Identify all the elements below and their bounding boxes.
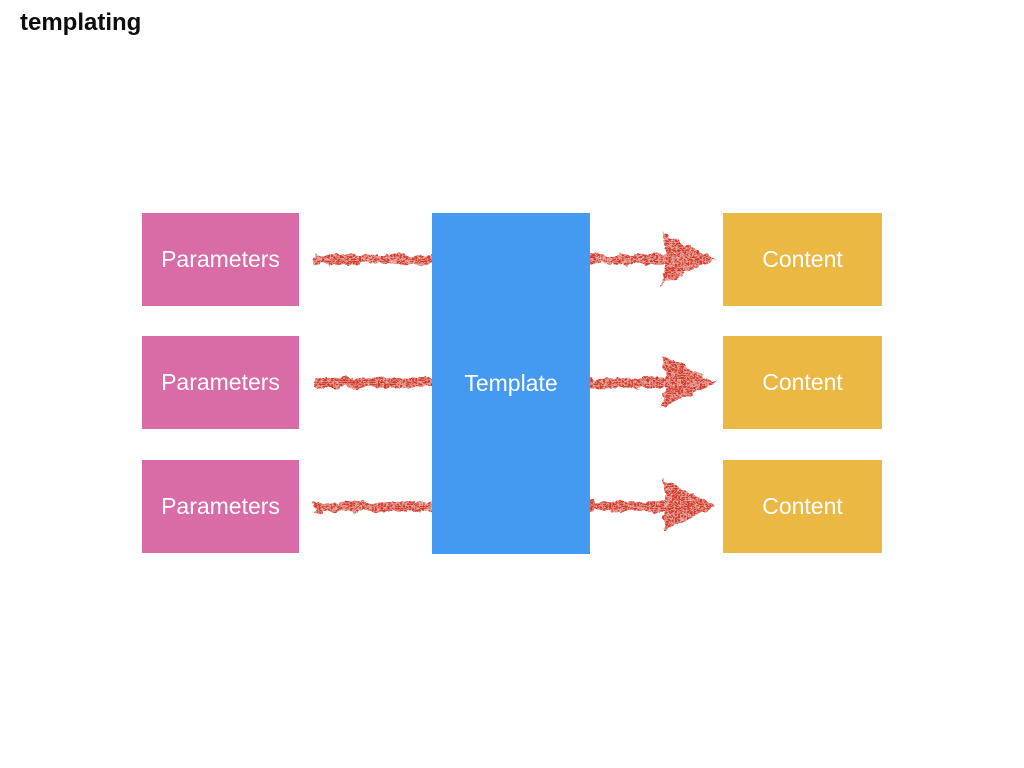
content-label: Content <box>762 246 843 272</box>
content-box: Content <box>723 460 882 553</box>
content-box: Content <box>723 336 882 429</box>
template-box: Template <box>432 213 590 554</box>
parameters-label: Parameters <box>161 369 280 395</box>
content-label: Content <box>762 369 843 395</box>
template-label: Template <box>464 370 558 396</box>
parameters-box: Parameters <box>142 460 299 553</box>
content-label: Content <box>762 493 843 519</box>
parameters-label: Parameters <box>161 246 280 272</box>
content-box: Content <box>723 213 882 306</box>
parameters-box: Parameters <box>142 336 299 429</box>
parameters-label: Parameters <box>161 493 280 519</box>
parameters-box: Parameters <box>142 213 299 306</box>
page-title: templating <box>20 9 142 36</box>
